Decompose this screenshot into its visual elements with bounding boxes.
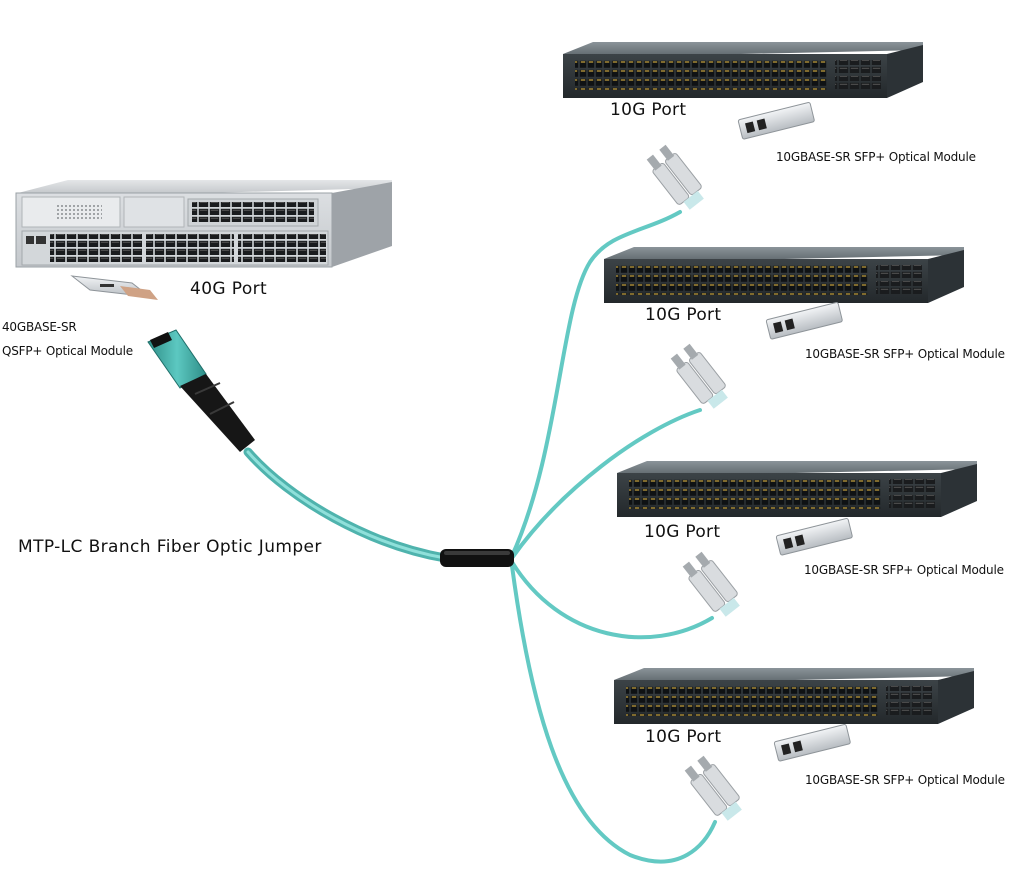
core-switch-40g <box>15 180 392 268</box>
lc-connector-3 <box>682 551 740 617</box>
switch-3-module-label: 10GBASE-SR SFP+ Optical Module <box>804 563 1004 577</box>
cable-label: MTP-LC Branch Fiber Optic Jumper <box>18 537 322 557</box>
branch-cable-1 <box>510 210 682 558</box>
branch-cable-4 <box>510 564 717 864</box>
access-switch-4 <box>614 668 974 724</box>
branch-cable-2 <box>510 408 702 560</box>
switch-4-port-label: 10G Port <box>645 727 722 747</box>
sfp-module-4 <box>773 724 851 762</box>
branch-splitter <box>440 549 514 567</box>
qsfp-module <box>70 275 158 300</box>
qsfp-module-label-line2: QSFP+ Optical Module <box>2 344 133 358</box>
sfp-module-2 <box>765 302 843 340</box>
switch-2-port-label: 10G Port <box>645 305 722 325</box>
lc-connector-4 <box>684 755 742 821</box>
switch-1-module-label: 10GBASE-SR SFP+ Optical Module <box>776 150 976 164</box>
qsfp-module-label-line1: 40GBASE-SR <box>2 320 77 334</box>
switch-2-module-label: 10GBASE-SR SFP+ Optical Module <box>805 347 1005 361</box>
access-switch-1 <box>563 42 923 98</box>
switch-4-module-label: 10GBASE-SR SFP+ Optical Module <box>805 773 1005 787</box>
lc-connector-2 <box>670 343 728 409</box>
switch-1-port-label: 10G Port <box>610 100 687 120</box>
core-port-label: 40G Port <box>190 279 268 299</box>
access-switch-2 <box>604 247 964 303</box>
sfp-module-1 <box>737 102 815 140</box>
mtp-connector <box>147 329 255 452</box>
sfp-module-3 <box>775 518 853 556</box>
switch-3-port-label: 10G Port <box>644 522 721 542</box>
access-switch-3 <box>617 461 977 517</box>
fiber-cables <box>243 210 717 864</box>
lc-connector-1 <box>646 144 704 210</box>
branch-cable-3 <box>510 560 714 640</box>
